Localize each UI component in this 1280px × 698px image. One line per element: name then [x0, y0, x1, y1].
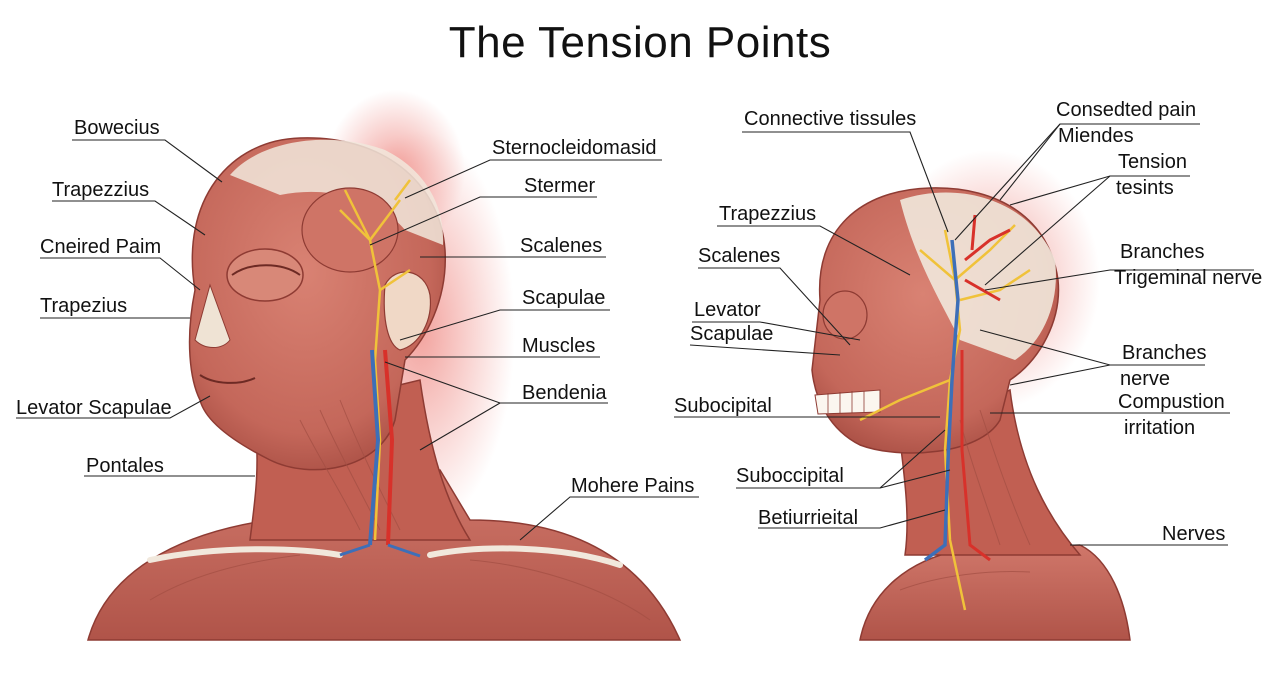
label-branches-1: Branches — [1120, 241, 1205, 263]
label-trapezzius-right: Trapezzius — [719, 203, 817, 225]
label-connective-tissules: Connective tissules — [744, 108, 917, 130]
left-nose — [194, 283, 231, 348]
label-consedted-pain: Consedted pain — [1056, 99, 1197, 121]
right-arteries — [960, 214, 1011, 562]
leader-lines-left — [16, 139, 699, 541]
label-betiurrieital: Betiurrieital — [758, 507, 859, 529]
label-tension: Tension — [1118, 151, 1187, 173]
left-nerves — [339, 179, 411, 541]
label-nerves: Nerves — [1162, 523, 1226, 545]
label-compustion: Compustion — [1118, 391, 1225, 413]
label-trapezius-left: Trapezius — [40, 295, 128, 317]
left-head-figure — [87, 90, 682, 641]
label-scalenes-left: Scalenes — [520, 235, 603, 257]
left-mouth — [199, 374, 256, 384]
right-skull — [900, 192, 1056, 360]
right-vein — [923, 239, 960, 562]
left-eye — [226, 248, 304, 302]
label-subocipital: Subocipital — [674, 395, 772, 417]
label-pontales: Pontales — [86, 455, 164, 477]
label-scapulae-left: Scapulae — [522, 287, 606, 309]
label-mohere-pains: Mohere Pains — [571, 475, 695, 497]
left-shoulders — [87, 469, 682, 641]
label-scalenes-right: Scalenes — [698, 245, 781, 267]
leader-lines-right — [674, 123, 1254, 546]
left-vein — [368, 349, 381, 546]
label-muscles: Muscles — [522, 335, 596, 357]
left-ear — [383, 271, 432, 351]
label-trigeminal-nerve: Trigeminal nerve — [1114, 267, 1263, 289]
left-temporal-muscle — [301, 187, 399, 273]
left-artery — [383, 349, 395, 546]
label-cneired-paim: Cneired Paim — [40, 236, 162, 258]
label-stermer: Stermer — [524, 175, 596, 197]
label-suboccipital: Suboccipital — [736, 465, 844, 487]
label-tesints: tesints — [1116, 177, 1174, 199]
page-title: The Tension Points — [448, 18, 832, 67]
label-bowecius: Bowecius — [74, 117, 160, 139]
right-shoulders — [859, 544, 1131, 641]
label-levator-scapulae-left: Levator Scapulae — [16, 397, 172, 419]
left-collarbone — [147, 545, 623, 568]
right-head-figure — [811, 150, 1131, 641]
label-nerve: nerve — [1120, 368, 1171, 390]
label-branches-2: Branches — [1122, 342, 1207, 364]
label-irritation: irritation — [1124, 417, 1196, 439]
label-levator-right: Levator — [694, 299, 761, 321]
label-miendes: Miendes — [1058, 125, 1134, 147]
label-scapulae-right: Scapulae — [690, 323, 774, 345]
label-bendenia: Bendenia — [522, 382, 607, 404]
label-trapezzius-left: Trapezzius — [52, 179, 150, 201]
right-eye-socket — [822, 290, 868, 340]
label-sternocleidomasid: Sternocleidomasid — [492, 137, 657, 159]
